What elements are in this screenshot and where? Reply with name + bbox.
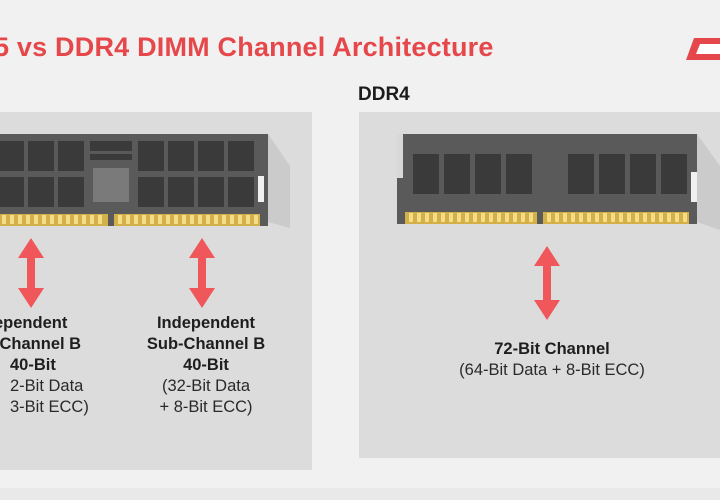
sub-channel-a-arrow-icon (18, 238, 44, 308)
ddr4-channel-detail: (64-Bit Data + 8-Bit ECC) (459, 361, 645, 379)
ddr5-dimm-module (0, 134, 290, 228)
ddr4-channel-label: 72-Bit Channel (64-Bit Data + 8-Bit ECC) (420, 339, 684, 381)
brand-logo-icon (686, 38, 720, 60)
ddr4-dimm-module (397, 134, 720, 230)
ddr4-channel-arrow-icon (534, 246, 560, 320)
sub-channel-a-ecc: 3-Bit ECC) (10, 398, 89, 416)
sub-channel-b-arrow-icon (189, 238, 215, 308)
sub-channel-b-line1: Independent (156, 314, 256, 332)
sub-channel-a-line2: -Channel B (0, 335, 82, 353)
sub-channel-b-line2: Sub-Channel B (146, 335, 266, 353)
sub-channel-a-width: 40-Bit (10, 356, 56, 374)
ddr4-channel-title: 72-Bit Channel (494, 340, 610, 358)
sub-channel-b-width: 40-Bit (183, 356, 229, 374)
sub-channel-a-line1: ependent (0, 314, 68, 332)
sub-channel-b-data: (32-Bit Data (161, 377, 251, 395)
sub-channel-b-ecc: + 8-Bit ECC) (159, 398, 253, 416)
sub-channel-b-label: Independent Sub-Channel B 40-Bit (32-Bit… (130, 313, 282, 418)
sub-channel-a-label: ependent -Channel B 40-Bit 2-Bit Data 3-… (0, 313, 90, 418)
sub-channel-a-data: 2-Bit Data (10, 377, 84, 395)
page-title: 5 vs DDR4 DIMM Channel Architecture (0, 32, 494, 62)
ddr4-section-label: DDR4 (358, 84, 410, 105)
bottom-strip (0, 488, 720, 500)
